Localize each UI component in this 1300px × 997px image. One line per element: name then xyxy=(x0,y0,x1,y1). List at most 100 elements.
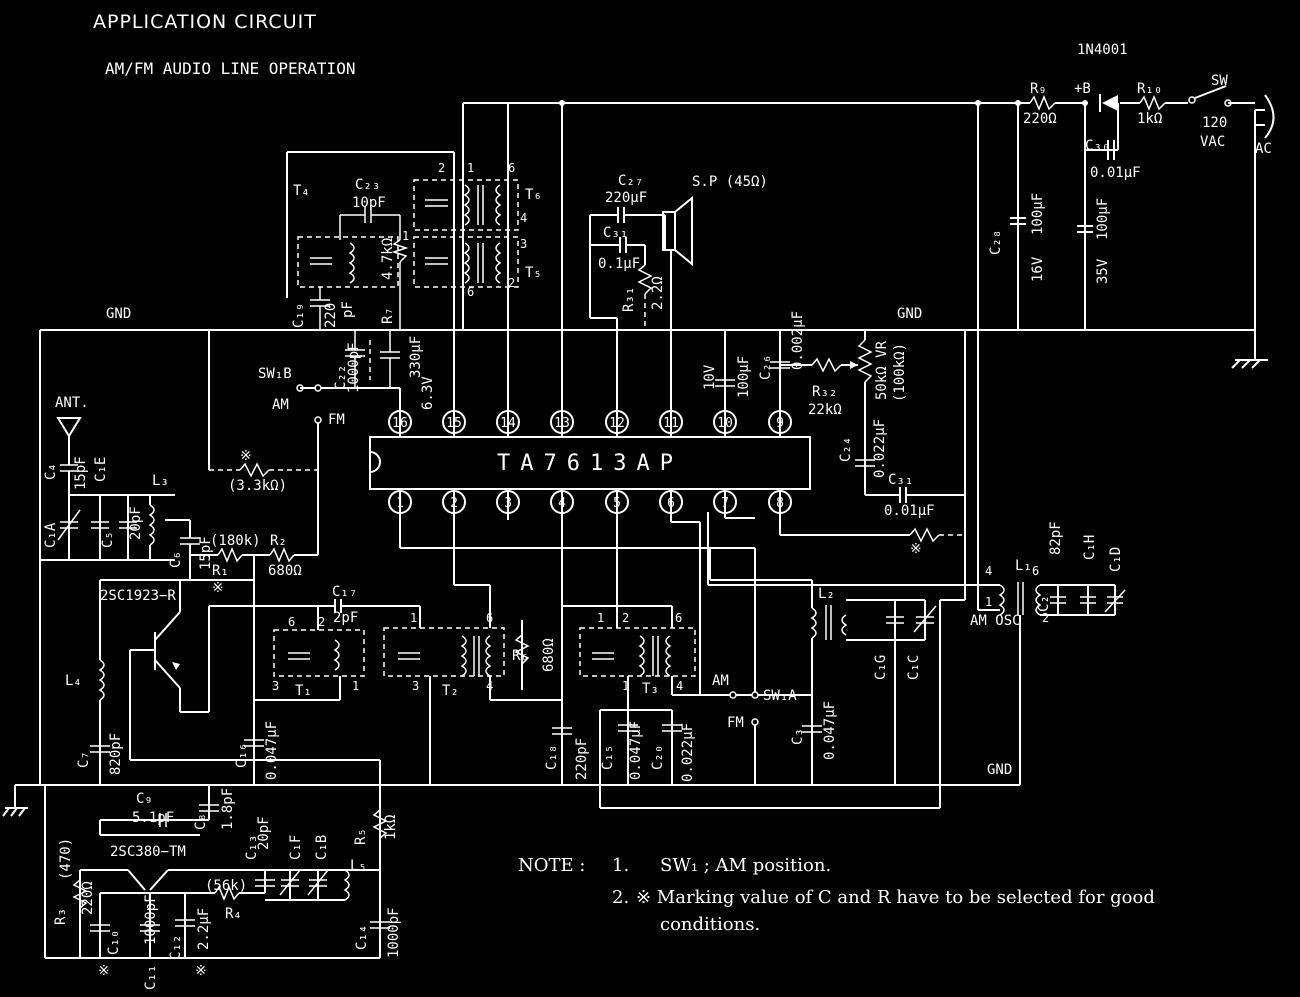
c19-label: C₁₉ xyxy=(291,303,307,328)
c5-value: 20pF xyxy=(128,506,144,540)
sw1a-label: SW₁A xyxy=(763,688,797,704)
gnd-label-left: GND xyxy=(106,306,131,322)
r6-label: R₆ xyxy=(512,648,529,664)
pin-13: 13 xyxy=(554,416,570,431)
t2-label: T₂ xyxy=(442,683,459,699)
note-2-text-cont: conditions. xyxy=(660,914,760,935)
c16-value: 0.047μF xyxy=(264,721,280,780)
r2-value: 680Ω xyxy=(268,563,302,579)
ic-pins-top xyxy=(388,410,792,437)
c14-value: 1000pF xyxy=(386,907,402,958)
c2-label: C₂ xyxy=(1036,595,1052,612)
am-osc-section xyxy=(600,512,1126,809)
t6-label: T₆ xyxy=(525,187,542,203)
svg-text:6: 6 xyxy=(467,285,474,299)
volume-section xyxy=(715,330,966,543)
c19-unit: pF xyxy=(340,301,356,318)
pin-3: 3 xyxy=(504,496,512,511)
c1d-label: C₁D xyxy=(1108,547,1124,572)
mark-r33k: ※ xyxy=(240,448,252,464)
notes-section: NOTE : 1. SW₁ ; AM position. 2. ※ Markin… xyxy=(518,855,1155,935)
pin-11: 11 xyxy=(663,416,679,431)
c330-value: 330μF xyxy=(408,336,424,378)
diagram-subtitle: AM/FM AUDIO LINE OPERATION xyxy=(105,59,355,78)
svg-text:1: 1 xyxy=(410,611,417,625)
c23-value: 10pF xyxy=(352,195,386,211)
c2-value: 82pF xyxy=(1048,521,1064,555)
r5-label: R₅ xyxy=(353,828,369,845)
r4-label: R₄ xyxy=(225,906,242,922)
svg-text:2: 2 xyxy=(318,615,325,629)
c16-label: C₁₆ xyxy=(234,743,250,768)
fm-if-transformers xyxy=(286,103,519,410)
c12-label: C₁₂ xyxy=(168,935,184,960)
t1-section xyxy=(244,599,420,747)
c1f-label: C₁F xyxy=(288,835,304,860)
sw1a-am: AM xyxy=(712,673,729,689)
svg-text:6: 6 xyxy=(1032,564,1039,578)
svg-text:2: 2 xyxy=(1042,611,1049,625)
c20-label: C₂₀ xyxy=(650,745,666,770)
c26-value: 0.002μF xyxy=(790,311,806,370)
note-1-number: 1. xyxy=(612,855,629,876)
l3-label: L₃ xyxy=(152,473,169,489)
c1h-label: C₁H xyxy=(1082,535,1098,560)
mark-r8: ※ xyxy=(910,541,922,557)
sw1b-switch xyxy=(208,330,401,555)
pin-15: 15 xyxy=(446,416,462,431)
c24-label: C₂₄ xyxy=(838,437,854,462)
ac-label: AC xyxy=(1255,141,1272,157)
pin-16: 16 xyxy=(392,416,408,431)
pin-6: 6 xyxy=(667,496,675,511)
c3-value: 0.047μF xyxy=(822,701,838,760)
svg-text:1: 1 xyxy=(985,595,992,609)
c29-voltage: 35V xyxy=(1095,258,1111,284)
note-1-text: SW₁ ; AM position. xyxy=(660,855,831,876)
pin-9: 9 xyxy=(776,416,784,431)
t3-section xyxy=(552,512,730,808)
c4-value: 15pF xyxy=(73,456,89,490)
c29-value: 100μF xyxy=(1095,198,1111,240)
r6-value: 680Ω xyxy=(541,638,557,672)
sw1a-section xyxy=(399,512,937,785)
capacitor-c29 xyxy=(1077,225,1093,233)
svg-text:6: 6 xyxy=(486,611,493,625)
svg-text:3: 3 xyxy=(520,237,527,251)
c8-label: C₈ xyxy=(193,813,209,830)
pin-2: 2 xyxy=(450,496,458,511)
l4-label: L₄ xyxy=(65,673,82,689)
sw1b-fm: FM xyxy=(328,412,345,428)
vr-label: 50kΩ VR xyxy=(874,340,890,400)
svg-text:1: 1 xyxy=(622,679,629,693)
svg-text:1: 1 xyxy=(352,679,359,693)
resistor-3k3 xyxy=(209,462,318,478)
r32-value: 22kΩ xyxy=(808,402,842,418)
t1-label: T₁ xyxy=(295,683,312,699)
c31a-label: C₃₁ xyxy=(603,225,628,241)
audio-output xyxy=(589,207,672,410)
pin-8: 8 xyxy=(776,496,784,511)
t3-label: T₃ xyxy=(642,681,659,697)
c27-label: C₂₇ xyxy=(618,173,643,189)
svg-text:1: 1 xyxy=(597,611,604,625)
svg-text:4: 4 xyxy=(676,679,683,693)
svg-text:4: 4 xyxy=(486,679,493,693)
r1-label: R₁ xyxy=(212,563,229,579)
pin-12: 12 xyxy=(609,416,625,431)
c9-value: 5.1pF xyxy=(132,810,174,826)
svg-text:4: 4 xyxy=(985,564,992,578)
am-osc-label: AM OSC xyxy=(970,613,1021,629)
r3-value: 220Ω xyxy=(80,881,96,915)
svg-text:3: 3 xyxy=(412,679,419,693)
r5-value: 1kΩ xyxy=(383,815,399,840)
c14-label: C₁₄ xyxy=(354,925,370,950)
svg-text:6: 6 xyxy=(675,611,682,625)
c17-label: C₁₇ xyxy=(332,584,357,600)
c1a-label: C₁A xyxy=(43,522,59,548)
mark-c12: ※ xyxy=(195,963,207,979)
c13-value: 20pF xyxy=(256,816,272,850)
c3-label: C₃ xyxy=(790,728,806,745)
vac-label-2: VAC xyxy=(1200,134,1225,150)
r1-value: (180k) xyxy=(210,533,261,549)
c24-value: 0.022μF xyxy=(872,419,888,478)
